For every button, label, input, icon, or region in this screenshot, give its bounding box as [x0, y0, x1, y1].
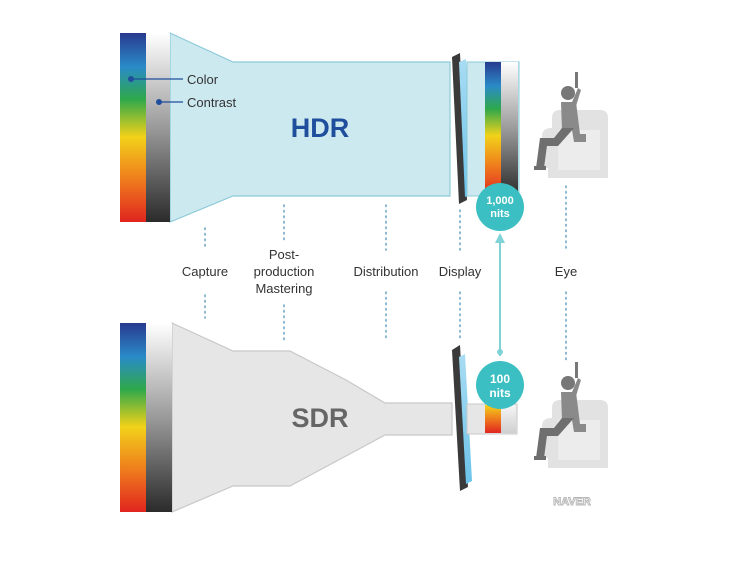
- stage-guides: [204, 185, 567, 361]
- hdr-display-frame: [452, 53, 467, 204]
- stage-post-line1: Post-: [269, 247, 299, 262]
- stage-post-line3: Mastering: [255, 281, 312, 296]
- sdr-title: SDR: [291, 403, 348, 433]
- stage-capture: Capture: [182, 264, 228, 279]
- contrast-callout-dot: [156, 99, 162, 105]
- sdr-nits-unit: nits: [489, 386, 511, 400]
- hdr-title: HDR: [291, 113, 350, 143]
- stage-distribution: Distribution: [353, 264, 418, 279]
- hdr-display-color-bar: [485, 62, 501, 196]
- hdr-nits-unit: nits: [490, 208, 510, 220]
- hdr-contrast-bar: [146, 33, 170, 222]
- sdr-display-color-bar: [485, 405, 501, 433]
- color-label: Color: [187, 72, 219, 87]
- sdr-display-screen: [459, 354, 472, 484]
- stage-post-line2: production: [254, 264, 315, 279]
- sdr-viewer-icon: [534, 362, 608, 468]
- upgrade-arrow: [495, 233, 505, 356]
- hdr-pipeline: Color Contrast HDR 1,000 nits: [120, 32, 608, 231]
- color-callout-dot: [128, 76, 134, 82]
- hdr-display-contrast-bar: [501, 62, 518, 196]
- stage-eye: Eye: [555, 264, 577, 279]
- sdr-nits-badge: [476, 361, 524, 409]
- hdr-nits-value: 1,000: [486, 195, 514, 207]
- stage-display: Display: [439, 264, 482, 279]
- sdr-contrast-bar: [146, 323, 172, 512]
- sdr-tube: [171, 322, 453, 513]
- hdr-nits-badge: [476, 183, 524, 231]
- sdr-pipeline: SDR 100 nits: [120, 322, 608, 513]
- contrast-label: Contrast: [187, 95, 237, 110]
- hdr-color-bar: [120, 33, 146, 222]
- sdr-nits-value: 100: [490, 372, 510, 386]
- sdr-color-bar: [120, 323, 146, 512]
- naver-watermark: NAVER: [553, 496, 591, 508]
- hdr-viewer-icon: [534, 72, 608, 178]
- sdr-display-frame: [452, 345, 468, 491]
- sdr-display-contrast-bar: [501, 405, 516, 433]
